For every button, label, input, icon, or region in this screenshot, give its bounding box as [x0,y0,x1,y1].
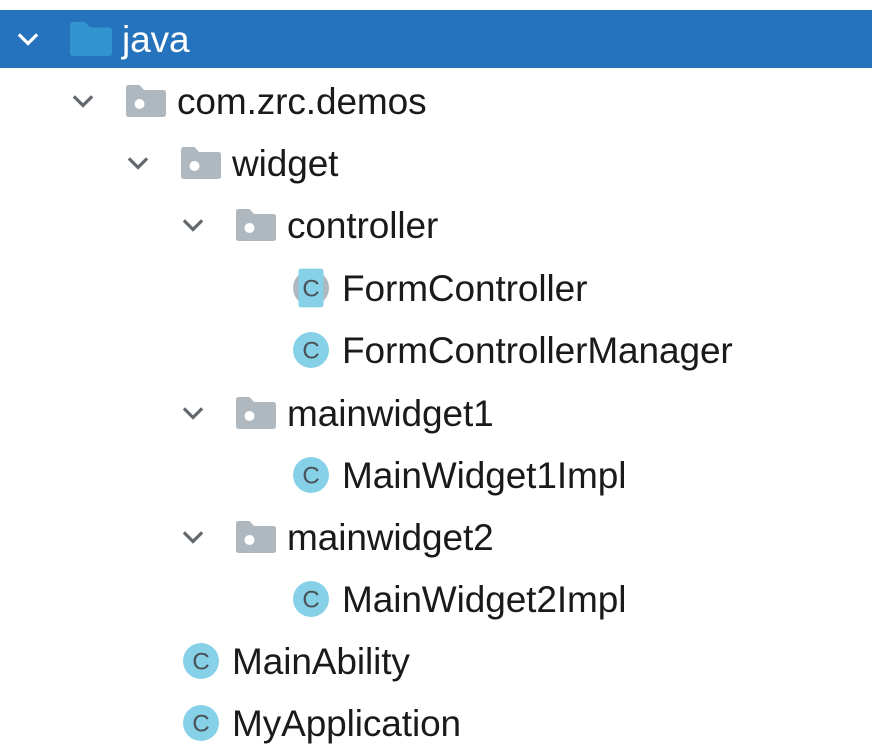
tree-row-mainwidget1[interactable]: mainwidget1 [0,384,872,442]
chevron-down-icon[interactable] [173,205,213,245]
tree-node-label: FormController [342,267,588,309]
abstract-class-icon: C [290,267,332,309]
tree-node-label: mainwidget1 [287,392,494,434]
tree-node-label: FormControllerManager [342,329,733,371]
source-root-folder-icon [70,18,112,60]
class-icon: C [290,329,332,371]
tree-node-label: MainWidget1Impl [342,454,627,496]
tree-node-label: controller [287,204,439,246]
tree-row-com-zrc-demos[interactable]: com.zrc.demos [0,72,872,130]
tree-node-label: MyApplication [232,702,462,744]
tree-row-mainability[interactable]: C MainAbility [0,632,872,690]
class-icon: C [290,578,332,620]
tree-node-label: java [122,18,190,60]
svg-text:C: C [302,338,319,365]
chevron-down-icon[interactable] [173,393,213,433]
tree-node-label: widget [232,142,339,184]
package-folder-icon [235,204,277,246]
class-icon: C [180,702,222,744]
tree-row-mainwidget2[interactable]: mainwidget2 [0,508,872,566]
svg-text:C: C [302,463,319,490]
svg-text:C: C [302,276,319,303]
package-folder-icon [235,516,277,558]
chevron-down-icon[interactable] [118,143,158,183]
tree-row-widget[interactable]: widget [0,134,872,192]
package-folder-icon [180,142,222,184]
class-icon: C [180,640,222,682]
chevron-down-icon[interactable] [173,517,213,557]
tree-node-label: MainWidget2Impl [342,578,627,620]
tree-row-java[interactable]: java [0,10,872,68]
chevron-down-icon[interactable] [63,81,103,121]
tree-node-label: mainwidget2 [287,516,494,558]
tree-row-myapplication[interactable]: C MyApplication [0,694,872,752]
tree-row-controller[interactable]: controller [0,196,872,254]
tree-row-form-controller[interactable]: C FormController [0,259,872,317]
svg-text:C: C [192,711,209,738]
tree-row-mainwidget1impl[interactable]: C MainWidget1Impl [0,446,872,504]
tree-row-form-controller-manager[interactable]: C FormControllerManager [0,321,872,379]
package-folder-icon [125,80,167,122]
svg-text:C: C [192,649,209,676]
class-icon: C [290,454,332,496]
tree-node-label: com.zrc.demos [177,80,427,122]
package-folder-icon [235,392,277,434]
chevron-down-icon[interactable] [8,19,48,59]
tree-row-mainwidget2impl[interactable]: C MainWidget2Impl [0,570,872,628]
tree-node-label: MainAbility [232,640,410,682]
svg-text:C: C [302,587,319,614]
